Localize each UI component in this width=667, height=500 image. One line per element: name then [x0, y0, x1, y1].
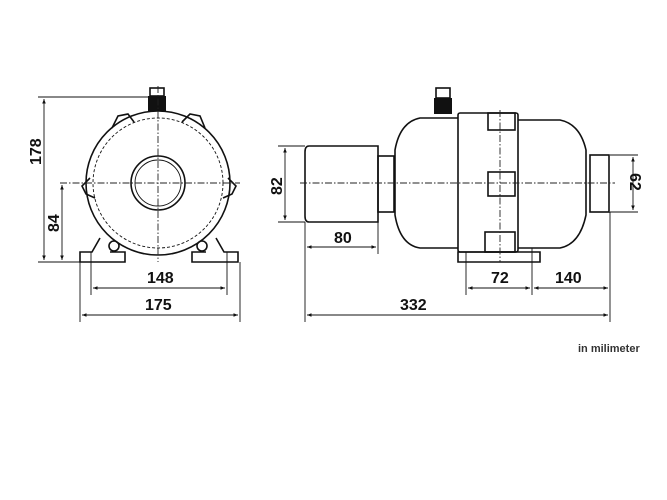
dim-82: 82: [269, 177, 286, 195]
dim-62: 62: [626, 173, 643, 191]
dim-140: 140: [555, 270, 582, 287]
left-bell: [394, 117, 458, 249]
motor-collar: [377, 155, 395, 213]
dim-84: 84: [46, 214, 63, 232]
dim-175: 175: [145, 297, 172, 314]
front-view: 178 84 148 175: [28, 86, 241, 322]
ear-top-right: [181, 113, 206, 129]
connector-top: [149, 87, 165, 97]
units-note: in milimeter: [578, 343, 640, 355]
right-bell: [518, 119, 587, 249]
dim-332: 332: [400, 297, 427, 314]
side-view: 82 80 72 140 332 62: [269, 87, 643, 322]
ear-right: [222, 177, 237, 199]
connector-gland: [148, 96, 166, 111]
connector-gland: [434, 98, 452, 114]
foot-right: [191, 237, 239, 263]
foot-left: [79, 237, 126, 263]
dim-148: 148: [147, 270, 174, 287]
ear-top-left: [111, 113, 135, 129]
motor-body: [304, 145, 379, 223]
foot-plate: [457, 251, 541, 263]
connector-top: [435, 87, 451, 99]
dim-178: 178: [28, 138, 45, 165]
outlet: [589, 154, 610, 213]
dim-72: 72: [491, 270, 509, 287]
dim-80: 80: [334, 230, 352, 247]
